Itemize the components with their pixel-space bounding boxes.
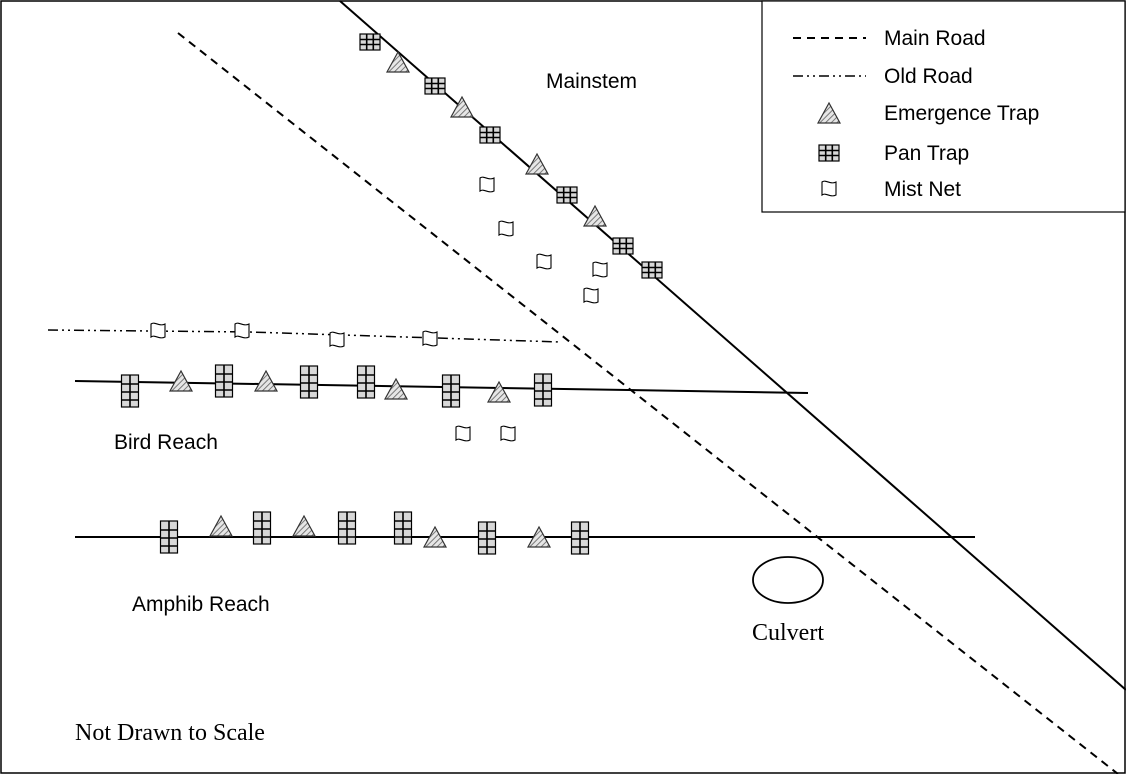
mist-net-icon [536, 253, 552, 270]
mist-net-icon [455, 425, 471, 442]
mist-net-icon [498, 220, 514, 237]
pan-trap-icon [299, 365, 319, 399]
old-road-mist-nets [150, 322, 438, 348]
mist-net-icon [479, 176, 495, 193]
emergence-trap-icon [292, 515, 316, 537]
emergence-trap-icon [583, 205, 607, 227]
legend-old-road-label: Old Road [884, 65, 973, 88]
pan-trap-icon [337, 511, 357, 545]
bird-reach-mist-nets [455, 425, 516, 442]
culvert-label: Culvert [752, 620, 824, 646]
pan-trap-icon [159, 520, 179, 554]
legend-main-road-label: Main Road [884, 27, 986, 50]
pan-trap-icon [393, 511, 413, 545]
legend-pan-trap-icon [818, 144, 840, 162]
emergence-trap-icon [386, 51, 410, 73]
amphib-reach-label: Amphib Reach [132, 593, 270, 616]
mist-net-icon [422, 330, 438, 347]
legend-mist-net-icon [821, 180, 837, 197]
not-to-scale-note: Not Drawn to Scale [75, 720, 265, 746]
legend-pan-trap-label: Pan Trap [884, 142, 969, 165]
amphib-reach-traps [159, 511, 590, 555]
pan-trap-icon [533, 373, 553, 407]
mist-net-icon [592, 261, 608, 278]
pan-trap-icon [612, 237, 634, 255]
pan-trap-icon [424, 77, 446, 95]
legend: Main Road Old Road Emergence Trap Pan Tr… [761, 0, 1126, 213]
emergence-trap-icon [209, 515, 233, 537]
pan-trap-icon [359, 33, 381, 51]
emergence-trap-icon [169, 370, 193, 392]
pan-trap-icon [120, 374, 140, 408]
mainstem-mist-nets [479, 176, 608, 304]
mainstem-label: Mainstem [546, 70, 637, 93]
legend-emergence-trap-label: Emergence Trap [884, 102, 1039, 125]
pan-trap-icon [479, 126, 501, 144]
pan-trap-icon [441, 374, 461, 408]
mist-net-icon [500, 425, 516, 442]
legend-mist-net-label: Mist Net [884, 178, 961, 201]
mist-net-icon [583, 287, 599, 304]
legend-box [761, 0, 1126, 213]
emergence-trap-icon [254, 370, 278, 392]
mist-net-icon [234, 322, 250, 339]
emergence-trap-icon [525, 153, 549, 175]
pan-trap-icon [556, 186, 578, 204]
pan-trap-icon [477, 521, 497, 555]
pan-trap-icon [252, 511, 272, 545]
emergence-trap-icon [384, 378, 408, 400]
bird-reach-stream [74, 380, 809, 394]
emergence-trap-icon [487, 381, 511, 403]
mist-net-icon [329, 331, 345, 348]
main-road-line [177, 32, 1119, 774]
bird-reach-label: Bird Reach [114, 431, 218, 454]
pan-trap-icon [641, 261, 663, 279]
old-road-line [47, 329, 561, 343]
mist-net-icon [150, 322, 166, 339]
culvert-shape [752, 556, 824, 604]
pan-trap-icon [356, 365, 376, 399]
pan-trap-icon [214, 364, 234, 398]
pan-trap-icon [570, 521, 590, 555]
